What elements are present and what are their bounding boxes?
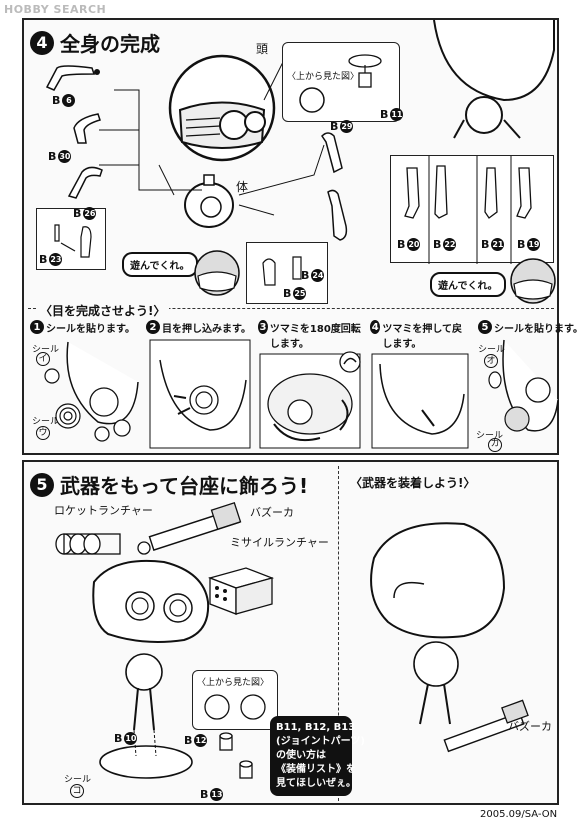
note-line-1: B11, B12, B13 [276, 722, 356, 733]
step5-title: 5 武器をもって台座に飾ろう! [30, 470, 308, 499]
joint-part-b13 [239, 760, 253, 779]
figure-upside-illustration [433, 19, 555, 139]
arm-part-b24 [327, 189, 348, 241]
seal-o-label: シール [478, 345, 506, 355]
note-line-2: (ジョイントパーツ) [276, 736, 365, 747]
step4-number: 4 [30, 30, 54, 55]
seal-ka-icon [504, 406, 530, 432]
missile-launcher-illustration [207, 567, 275, 615]
chibi-head-left [194, 250, 240, 296]
top-view-box-b11: 〈上から見た図〉 [282, 42, 400, 122]
note-line-5: 見てほしいぜぇ。 [276, 778, 356, 789]
step4-title-text: 全身の完成 [60, 32, 160, 56]
footer-code: 2005.09/SA-ON [480, 809, 558, 820]
speech-bubble-right: 遊んでくれ。 [430, 272, 506, 297]
body-illustration [184, 174, 234, 228]
joint-parts-note: B11, B12, B13 (ジョイントパーツ) の使い方は 《装備リスト》を … [270, 716, 365, 796]
eye-step-1-illustration [66, 341, 139, 442]
seal-i-icon [44, 368, 60, 384]
seal-u-spiral-icon [55, 403, 81, 429]
hand-detail-right-illustration [262, 256, 302, 286]
seal-i-label: シール [32, 345, 60, 355]
seal-o-icon [488, 371, 502, 389]
knob-rotate-icon [339, 351, 361, 373]
step5-number: 5 [30, 472, 54, 497]
hand-detail-illustration [54, 224, 92, 258]
seal-u-letter: ウ [36, 426, 50, 440]
step5-top-view-label: 〈上から見た図〉 [197, 678, 270, 688]
watermark-logo: HOBBY SEARCH [4, 3, 107, 16]
equip-bazooka-label: バズーカ [508, 720, 552, 733]
eyes-heading: 〈目を完成させよう!〉 [36, 302, 170, 319]
seal-o-letter: オ [484, 354, 498, 368]
rocket-launcher-illustration [55, 533, 121, 555]
arm-part-b30 [73, 113, 101, 144]
top-view-circle [299, 87, 325, 113]
eyes-divider [28, 308, 554, 309]
rocket-launcher-label: ロケットランチャー [54, 504, 153, 517]
seal-ko-letter: コ [70, 784, 84, 798]
bazooka-illustration [137, 501, 242, 555]
figure-on-stand-illustration [92, 559, 210, 779]
step5-top-view-circles [204, 694, 266, 720]
equip-heading: 〈武器を装着しよう!〉 [350, 476, 476, 490]
step4-connector-lines [99, 59, 325, 216]
seal-ko-label: シール [64, 775, 92, 785]
eye-step-2-illustration [149, 339, 251, 449]
note-line-3: の使い方は [276, 750, 326, 761]
chibi-head-right [510, 258, 556, 304]
top-view-label: 〈上から見た図〉 [287, 72, 360, 82]
step5-title-text: 武器をもって台座に飾ろう! [60, 474, 309, 498]
arm-part-b6 [45, 65, 100, 91]
joint-part-b11 [348, 54, 382, 88]
arm-part-b29 [321, 132, 343, 174]
bazooka-label: バズーカ [250, 506, 294, 519]
step5-panel: 5 武器をもって台座に飾ろう! ロケットランチャー バズーカ ミサイルランチャー [22, 460, 559, 805]
head-label: 頭 [256, 42, 269, 56]
top-view-box-step5: 〈上から見た図〉 [192, 670, 278, 730]
seal-ka-label: シール [476, 431, 504, 441]
joint-part-b12 [219, 732, 233, 751]
step4-title: 4 全身の完成 [30, 28, 160, 57]
body-label: 体 [236, 180, 249, 194]
step5-vertical-divider [338, 466, 339, 801]
figure-with-bazooka-illustration [370, 522, 529, 753]
seal-i-letter: イ [36, 352, 50, 366]
seal-u-label: シール [32, 417, 60, 427]
arm-part-b26 [67, 166, 103, 199]
head-illustration [168, 54, 276, 162]
speech-bubble-left: 遊んでくれ。 [122, 252, 198, 277]
seal-ka-letter: カ [488, 438, 502, 452]
leg-parts-illustration [404, 156, 532, 264]
eye-step-4-illustration [371, 353, 469, 449]
note-line-4: 《装備リスト》を [276, 764, 356, 775]
missile-launcher-label: ミサイルランチャー [230, 536, 329, 549]
